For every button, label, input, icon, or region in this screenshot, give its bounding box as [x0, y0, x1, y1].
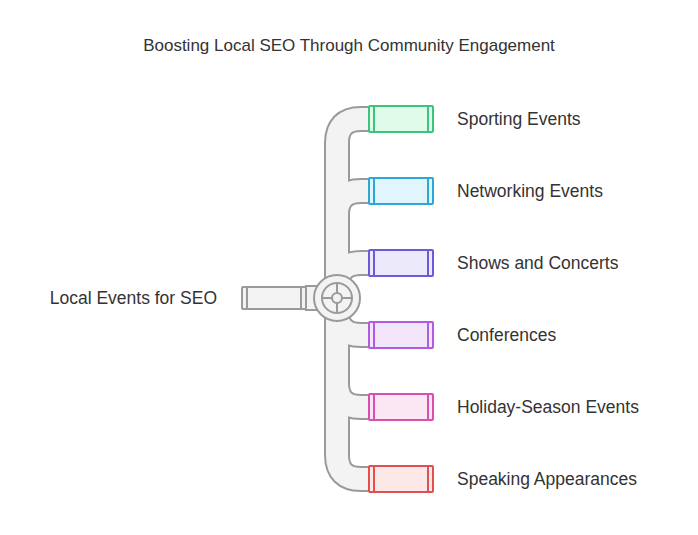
- branch-pipe-end: Speaking Appearances: [370, 465, 432, 493]
- pipe-flange: [241, 286, 248, 310]
- pipe-flange: [427, 177, 434, 205]
- pipe-flange: [368, 105, 375, 133]
- pipe-flange: [368, 177, 375, 205]
- pipe-connector: [305, 298, 372, 479]
- pipe-flange: [368, 321, 375, 349]
- pipe-flange: [427, 393, 434, 421]
- branch-pipe-end: Shows and Concerts: [370, 249, 432, 277]
- pipe-fills: [305, 119, 372, 479]
- valve-center: [332, 293, 342, 303]
- pipe-flange: [368, 249, 375, 277]
- pipe-flange: [368, 465, 375, 493]
- pipe-flange: [427, 249, 434, 277]
- pipe-flange: [368, 393, 375, 421]
- pipe-connector: [305, 119, 372, 298]
- event-label: Speaking Appearances: [457, 469, 637, 490]
- valve-body: [314, 275, 360, 321]
- branch-pipe-end: Conferences: [370, 321, 432, 349]
- pipe-flange: [427, 321, 434, 349]
- event-label: Shows and Concerts: [457, 253, 618, 274]
- valve-ring: [322, 283, 352, 313]
- branch-pipe-end: Networking Events: [370, 177, 432, 205]
- pipe-outlines: [305, 119, 372, 479]
- event-label: Conferences: [457, 325, 556, 346]
- pipe-flange: [427, 465, 434, 493]
- pipe-flange: [427, 105, 434, 133]
- source-label: Local Events for SEO: [50, 288, 217, 309]
- event-label: Networking Events: [457, 181, 603, 202]
- pipe-flange: [300, 286, 307, 310]
- branch-pipe-end: Holiday-Season Events: [370, 393, 432, 421]
- pipe-connector: [305, 119, 372, 298]
- event-label: Sporting Events: [457, 109, 581, 130]
- pipe-connector: [305, 298, 372, 479]
- event-label: Holiday-Season Events: [457, 397, 639, 418]
- branch-pipe-end: Sporting Events: [370, 105, 432, 133]
- inlet-pipe: Local Events for SEO: [243, 286, 305, 310]
- diagram-title: Boosting Local SEO Through Community Eng…: [0, 36, 698, 56]
